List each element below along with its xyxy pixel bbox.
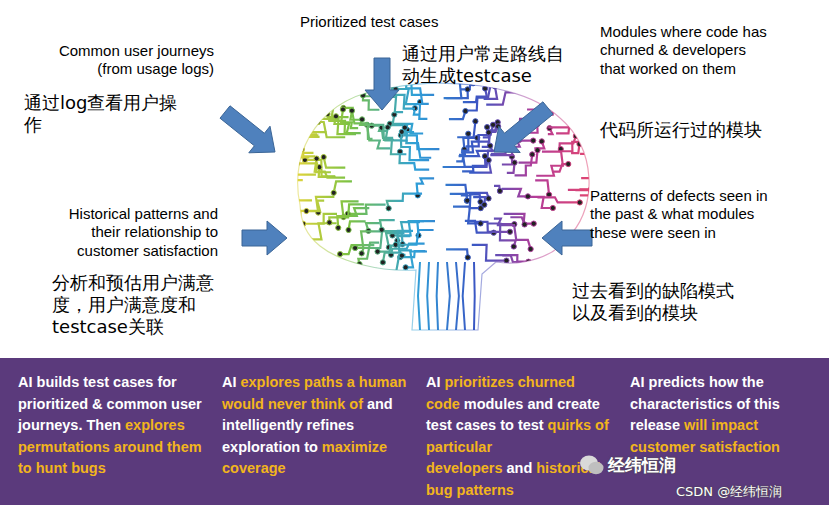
summary-column: AIexplores paths a human would never thi…	[222, 372, 418, 480]
block-arrow	[365, 58, 399, 110]
input-label: Common user journeys (from usage logs)	[34, 42, 214, 79]
summary-column: AIprioritizes churned codemodules and cr…	[426, 372, 622, 501]
body-text: AI	[222, 374, 237, 390]
brain-outline	[298, 83, 589, 330]
chinese-annotation: 代码所运行过的模块	[600, 119, 800, 141]
block-arrow	[494, 102, 553, 153]
chinese-annotation: 分析和预估用户满意度，用户满意度和testcase关联	[52, 272, 220, 338]
block-arrow	[242, 221, 287, 255]
circuit-traces	[257, 67, 617, 330]
input-label: Modules where code has churned & develop…	[600, 23, 768, 78]
input-label: Prioritized test cases	[300, 13, 470, 31]
body-text: and	[506, 460, 532, 476]
chinese-annotation: 通过用户常走路线自动生成testcase	[402, 43, 572, 87]
watermark: CSDN @经纬恒润	[676, 484, 826, 500]
watermark: 经纬恒润	[608, 455, 718, 476]
input-label: Historical patterns and their relationsh…	[40, 205, 218, 260]
wechat-icon	[579, 454, 605, 476]
block-arrow	[542, 221, 592, 255]
input-label: Patterns of defects seen in the past & w…	[590, 187, 772, 242]
block-arrow	[220, 106, 275, 153]
chinese-annotation: 通过log查看用户操作	[24, 92, 184, 136]
summary-column: AI builds test cases for prioritized & c…	[18, 372, 210, 480]
summary-column: AI predicts how the characteristics of t…	[630, 372, 820, 458]
chinese-annotation: 过去看到的缺陷模式以及看到的模块	[572, 280, 742, 324]
body-text: AI	[426, 374, 441, 390]
summary-band: AI builds test cases for prioritized & c…	[0, 358, 829, 505]
